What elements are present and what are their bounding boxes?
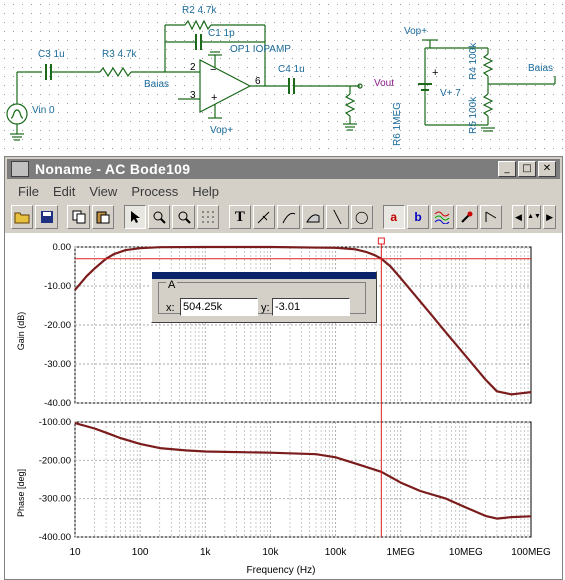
title-bar[interactable]: Noname - AC Bode109 _ □ ✕ xyxy=(7,159,560,179)
scroll-right-icon[interactable]: ▶ xyxy=(543,205,557,229)
zoom-in-icon[interactable] xyxy=(148,205,171,229)
zoom-out-icon[interactable] xyxy=(172,205,195,229)
menu-bar: File Edit View Process Help xyxy=(7,181,560,201)
x-value-field[interactable]: 504.25k xyxy=(180,298,258,316)
label-vop-top: Vop+ xyxy=(404,26,427,37)
gain-axis-label: Gain (dB) xyxy=(16,312,26,351)
phase-curve xyxy=(74,422,532,520)
label-baias-in: Baias xyxy=(144,79,169,90)
menu-process[interactable]: Process xyxy=(131,183,179,199)
grid-icon[interactable] xyxy=(196,205,220,229)
scroll-left-icon[interactable]: ◀ xyxy=(511,205,526,229)
gain-axis: 0.00 -10.00 -20.00 -30.00 -40.00 xyxy=(44,242,71,409)
y-tick-label: -300.00 xyxy=(39,494,71,505)
label-pin6: 6 xyxy=(255,76,261,87)
scroll-up-down-icon[interactable]: ▲▼ xyxy=(527,205,542,229)
phase-grid xyxy=(74,421,532,538)
label-c4: C4 1u xyxy=(278,64,305,75)
menu-file[interactable]: File xyxy=(18,183,39,199)
phase-axis: -100.00 -200.00 -300.00 -400.00 xyxy=(39,417,71,543)
x-axis-label: Frequency (Hz) xyxy=(247,565,316,576)
vin-source[interactable] xyxy=(6,103,28,125)
line-icon[interactable]: ╲ xyxy=(326,205,349,229)
label-r6: R6 1MEG xyxy=(392,102,403,146)
minimize-button[interactable]: _ xyxy=(498,161,516,177)
x-tick-label: 100 xyxy=(132,547,149,558)
svg-text:+: + xyxy=(432,67,438,79)
circle-icon[interactable]: ◯ xyxy=(350,205,373,229)
y-tick-label: -200.00 xyxy=(39,455,71,466)
menu-help[interactable]: Help xyxy=(192,183,220,199)
x-label: x: xyxy=(166,302,175,314)
label-vop-bottom: Vop+ xyxy=(210,125,233,136)
slope-icon[interactable] xyxy=(480,205,503,229)
copy-icon[interactable] xyxy=(67,205,90,229)
x-tick-label: 1k xyxy=(200,547,212,558)
cursor-a[interactable] xyxy=(75,237,531,537)
svg-text:−: − xyxy=(210,64,216,76)
close-button[interactable]: ✕ xyxy=(538,161,556,177)
cursor-group xyxy=(158,282,366,314)
label-baias-out: Baias xyxy=(528,63,553,74)
arrow-select-icon[interactable] xyxy=(123,205,146,229)
label-v-supply: V+ 7 xyxy=(440,88,461,99)
x-tick-label: 10MEG xyxy=(449,547,483,558)
cursor-a-icon[interactable]: a xyxy=(382,205,405,229)
cursor-b-icon[interactable]: b xyxy=(406,205,430,229)
opamp-symbol[interactable] xyxy=(199,59,252,113)
y-tick-label: -30.00 xyxy=(44,359,71,370)
label-pin2: 2 xyxy=(190,62,196,73)
paste-icon[interactable] xyxy=(91,205,115,229)
x-tick-label: 10k xyxy=(262,547,279,558)
cursor-readout-titlebar[interactable] xyxy=(152,272,376,279)
marker-icon[interactable] xyxy=(455,205,478,229)
x-tick-label: 1MEG xyxy=(387,547,416,558)
frequency-axis: 10 100 1k 10k 100k 1MEG 10MEG 100MEG xyxy=(69,547,551,558)
x-tick-label: 100k xyxy=(325,547,348,558)
app-icon xyxy=(11,161,29,177)
label-r4: R4 100k xyxy=(468,42,479,80)
x-tick-label: 100MEG xyxy=(511,547,551,558)
y-tick-label: -40.00 xyxy=(44,398,71,409)
label-c3: C3 1u xyxy=(38,49,65,60)
label-r3: R3 4.7k xyxy=(102,49,137,60)
menu-edit[interactable]: Edit xyxy=(52,183,76,199)
text-icon[interactable]: T xyxy=(228,205,252,229)
area-tool-icon[interactable] xyxy=(301,205,325,229)
label-vin: Vin 0 xyxy=(32,105,55,116)
maximize-button[interactable]: □ xyxy=(518,161,536,177)
phase-axis-label: Phase [deg] xyxy=(16,469,26,517)
cursor-readout-dialog[interactable]: A x: 504.25k y: -3.01 xyxy=(151,271,377,323)
bode-plot[interactable]: 0.00 -10.00 -20.00 -30.00 -40.00 -100.00 -200… xyxy=(5,157,562,579)
cursor-group-label: A xyxy=(166,279,178,291)
line-tool-icon[interactable] xyxy=(253,205,276,229)
window-title: Noname - AC Bode109 xyxy=(35,161,191,177)
wave-icon[interactable] xyxy=(431,205,454,229)
label-r2: R2 4.7k xyxy=(182,5,217,16)
y-tick-label: -20.00 xyxy=(44,320,71,331)
y-tick-label: 0.00 xyxy=(53,242,72,253)
label-vout: Vout xyxy=(374,78,394,89)
curves xyxy=(74,245,532,520)
menu-view[interactable]: View xyxy=(89,183,118,199)
bode-window[interactable]: Noname - AC Bode109 _ □ ✕ File Edit View… xyxy=(4,156,563,580)
save-icon[interactable] xyxy=(35,205,58,229)
curve-tool-icon[interactable] xyxy=(277,205,300,229)
label-c1: C1 1p xyxy=(208,28,235,39)
open-folder-icon[interactable] xyxy=(11,205,34,229)
y-tick-label: -100.00 xyxy=(39,417,71,428)
label-op1: OP1 IOPAMP xyxy=(230,44,291,55)
circuit-schematic: R2 4.7k C1 1p OP1 IOPAMP C3 1u R3 4.7k B… xyxy=(0,0,565,158)
y-value-field[interactable]: -3.01 xyxy=(272,298,350,316)
svg-text:+: + xyxy=(211,92,217,104)
toolbar: T ╲ ◯ a b ◀ ▲▼ ▶ xyxy=(11,203,557,231)
label-r5: R5 100k xyxy=(468,96,479,134)
label-pin3: 3 xyxy=(190,90,196,101)
y-tick-label: -400.00 xyxy=(39,532,71,543)
y-label: y: xyxy=(261,302,270,314)
y-tick-label: -10.00 xyxy=(44,281,71,292)
cursor-handle xyxy=(377,237,385,245)
gain-curve xyxy=(74,245,532,396)
x-tick-label: 10 xyxy=(69,547,81,558)
